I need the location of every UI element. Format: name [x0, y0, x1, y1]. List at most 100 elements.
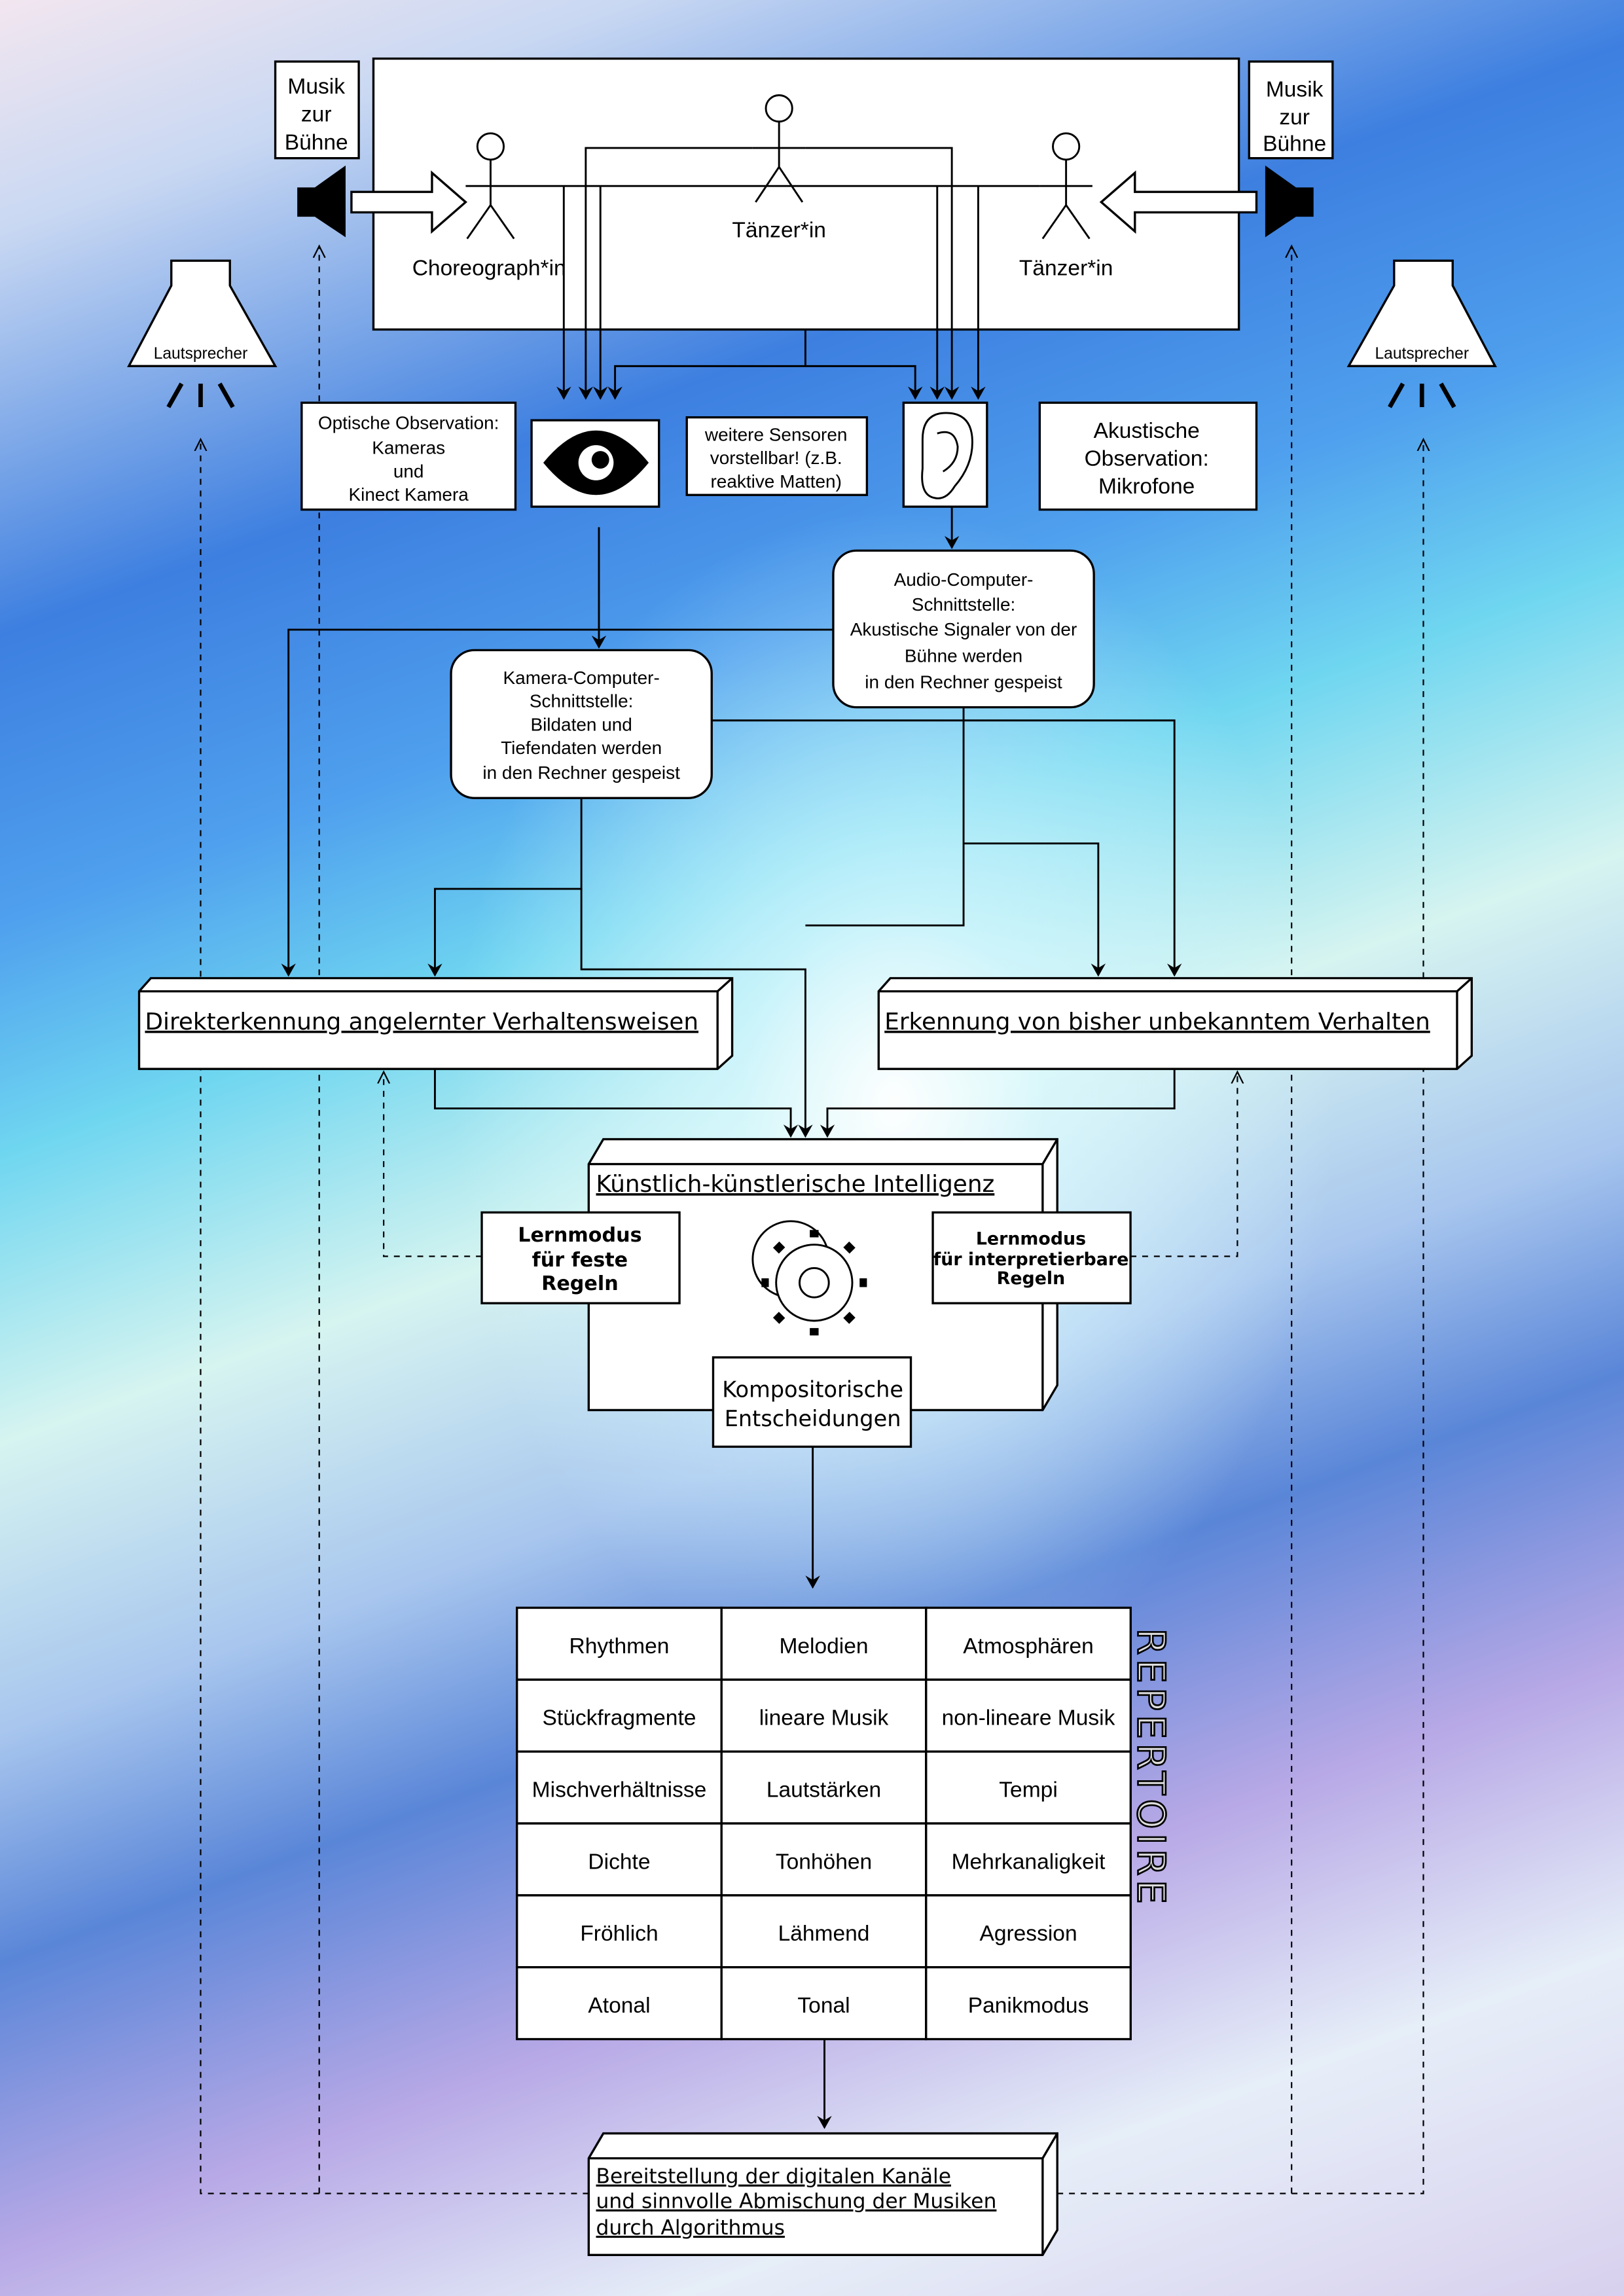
loudspeaker-right: Lautsprecher — [1346, 259, 1497, 408]
further-sensors-box: weitere Sensoren vorstellbar! (z.B. reakti… — [685, 416, 869, 496]
repertoire-cell: Atmosphären — [925, 1606, 1132, 1681]
svg-text:Tiefendaten werden: Tiefendaten werden — [501, 738, 662, 758]
svg-text:zur: zur — [1279, 105, 1310, 130]
repertoire-title-text: REPERTOIRE — [1128, 1628, 1173, 1909]
svg-text:Musik: Musik — [287, 75, 345, 99]
repertoire-cell: Lautstärken — [720, 1750, 928, 1825]
svg-text:Atmosphären: Atmosphären — [963, 1634, 1094, 1659]
svg-text:Audio-Computer-: Audio-Computer- — [894, 569, 1034, 590]
svg-text:weitere Sensoren: weitere Sensoren — [704, 424, 848, 444]
gear-icon — [751, 1220, 867, 1336]
svg-text:Panikmodus: Panikmodus — [968, 1994, 1089, 2018]
svg-text:in den Rechner gespeist: in den Rechner gespeist — [482, 762, 680, 783]
svg-text:für interpretierbare: für interpretierbare — [933, 1249, 1129, 1270]
dancer-center-label: Tänzer*in — [732, 218, 826, 242]
unknown-recognition-box: Erkennung von bisher unbekanntem Verhalt… — [877, 977, 1473, 1070]
repertoire-cell: Agression — [925, 1894, 1132, 1969]
svg-text:Bildaten und: Bildaten und — [530, 714, 632, 734]
repertoire-cell: Dichte — [516, 1822, 723, 1897]
svg-text:non-lineare Musik: non-lineare Musik — [942, 1706, 1115, 1731]
dancer-right-label: Tänzer*in — [1019, 257, 1113, 281]
flow-connectors — [281, 507, 1182, 2129]
repertoire-cell: Lähmend — [720, 1894, 928, 1969]
svg-text:Schnittstelle:: Schnittstelle: — [912, 594, 1015, 615]
svg-text:und sinnvolle Abmischung der M: und sinnvolle Abmischung der Musiken — [596, 2190, 997, 2214]
svg-text:Fröhlich: Fröhlich — [580, 1922, 658, 1946]
svg-text:Melodien: Melodien — [779, 1634, 868, 1659]
svg-text:Akustische: Akustische — [1094, 419, 1200, 443]
repertoire-cell: Melodien — [720, 1606, 928, 1681]
svg-text:durch Algorithmus: durch Algorithmus — [596, 2216, 785, 2240]
svg-text:reaktive Matten): reaktive Matten) — [710, 471, 841, 492]
repertoire-cell: lineare Musik — [720, 1678, 928, 1753]
svg-text:Schnittstelle:: Schnittstelle: — [530, 691, 633, 711]
speaker-icon-left — [297, 165, 346, 238]
svg-text:Regeln: Regeln — [541, 1272, 619, 1295]
svg-text:Mischverhältnisse: Mischverhältnisse — [532, 1778, 707, 1803]
svg-text:Optische Observation:: Optische Observation: — [318, 413, 499, 433]
repertoire-cell: Fröhlich — [516, 1894, 723, 1969]
repertoire-cell: Mischverhältnisse — [516, 1750, 723, 1825]
direct-recognition-box: Direkterkennung angelernter Verhaltenswe… — [137, 977, 734, 1070]
ear-icon — [902, 401, 988, 508]
svg-text:Bühne: Bühne — [1263, 132, 1326, 156]
repertoire-cell: Mehrkanaligkeit — [925, 1822, 1132, 1897]
svg-text:Entscheidungen: Entscheidungen — [725, 1406, 901, 1431]
svg-text:vorstellbar! (z.B.: vorstellbar! (z.B. — [710, 448, 842, 468]
loudspeaker-left: Lautsprecher — [127, 259, 278, 408]
arrow-left-icon — [1099, 170, 1258, 234]
svg-text:Akustische Signaler von der: Akustische Signaler von der — [850, 619, 1077, 639]
svg-text:Dichte: Dichte — [588, 1850, 650, 1874]
svg-text:Künstlich-künstlerische Intell: Künstlich-künstlerische Intelligenz — [596, 1171, 995, 1198]
svg-text:in den Rechner gespeist: in den Rechner gespeist — [865, 672, 1062, 692]
svg-text:Direkterkennung angelernter Ve: Direkterkennung angelernter Verhaltenswe… — [145, 1009, 698, 1035]
svg-text:Tonal: Tonal — [797, 1994, 850, 2018]
svg-text:Kompositorische: Kompositorische — [722, 1376, 903, 1402]
repertoire-cell: Stückfragmente — [516, 1678, 723, 1753]
svg-text:Lautstärken: Lautstärken — [767, 1778, 881, 1803]
repertoire-cell: Tonal — [720, 1966, 928, 2041]
svg-text:Atonal: Atonal — [588, 1994, 650, 2018]
svg-text:Kinect Kamera: Kinect Kamera — [348, 484, 469, 505]
svg-text:Mikrofone: Mikrofone — [1098, 475, 1195, 499]
repertoire-title: REPERTOIRE — [1128, 1627, 1174, 1909]
svg-text:Erkennung von bisher unbekannt: Erkennung von bisher unbekanntem Verhalt… — [884, 1009, 1430, 1035]
svg-text:Agression: Agression — [979, 1922, 1077, 1946]
svg-text:Regeln: Regeln — [997, 1268, 1066, 1289]
svg-text:Rhythmen: Rhythmen — [569, 1634, 670, 1659]
repertoire-cell: Tonhöhen — [720, 1822, 928, 1897]
svg-text:zur: zur — [301, 103, 332, 127]
svg-text:Bereitstellung der digitalen K: Bereitstellung der digitalen Kanäle — [596, 2165, 951, 2189]
svg-text:Tempi: Tempi — [999, 1778, 1057, 1803]
stage-box — [372, 57, 1240, 331]
svg-text:und: und — [393, 461, 424, 481]
svg-text:Observation:: Observation: — [1085, 446, 1209, 471]
speaker-icon-right — [1265, 165, 1314, 238]
camera-computer-interface: Kamera-Computer- Schnittstelle: Bildaten u… — [450, 649, 713, 799]
svg-text:Lautsprecher: Lautsprecher — [154, 345, 248, 363]
svg-text:Lautsprecher: Lautsprecher — [1375, 345, 1469, 363]
svg-text:Bühne werden: Bühne werden — [905, 645, 1022, 666]
svg-text:Lernmodus: Lernmodus — [976, 1229, 1086, 1249]
repertoire-cell: non-lineare Musik — [925, 1678, 1132, 1753]
svg-text:Lähmend: Lähmend — [778, 1922, 870, 1946]
repertoire-cell: Tempi — [925, 1750, 1132, 1825]
stick-figure-icons — [465, 94, 1092, 240]
svg-text:Kamera-Computer-: Kamera-Computer- — [503, 668, 660, 688]
choreographer-label: Choreograph*in — [412, 257, 566, 281]
repertoire-cell: Panikmodus — [925, 1966, 1132, 2041]
repertoire-cell: Atonal — [516, 1966, 723, 2041]
svg-text:Lernmodus: Lernmodus — [518, 1224, 641, 1247]
svg-text:für feste: für feste — [532, 1249, 628, 1272]
svg-text:Bühne: Bühne — [285, 130, 348, 154]
svg-text:Tonhöhen: Tonhöhen — [776, 1850, 872, 1874]
